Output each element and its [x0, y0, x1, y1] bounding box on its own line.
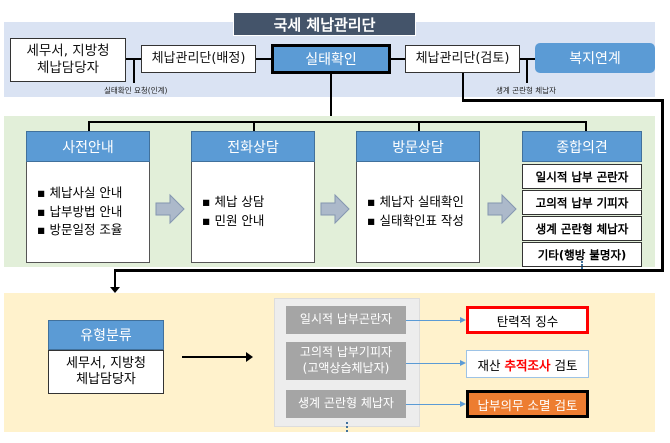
step-title: 방문상담 [356, 131, 480, 162]
type-line: (고액상습체납자) [302, 361, 390, 375]
classify-title: 유형분류 [48, 320, 164, 350]
step-visit: 방문상담 ▪ 체납자 실태확인 ▪ 실태확인표 작성 [356, 131, 480, 263]
step-item: ▪ 체납자 실태확인 [367, 194, 464, 210]
type-hardship: 생계 곤란형 체납자 [286, 390, 406, 418]
step-title: 전화상담 [191, 131, 315, 162]
arrow-head-icon [460, 317, 466, 323]
type-temporary: 일시적 납부곤란자 [286, 306, 406, 334]
step-prenotice: 사전안내 ▪ 체납사실 안내 ▪ 납부방법 안내 ▪ 방문일정 조율 [26, 131, 150, 263]
step-item: ▪ 납부방법 안내 [37, 203, 123, 219]
welfare-box: 복지연계 [535, 43, 655, 73]
outcome-text: 검토 [550, 357, 578, 373]
outcome-text: 재산 [477, 357, 505, 373]
classify-line: 세무서, 지방청 [65, 355, 147, 371]
arrow-head-icon [246, 352, 253, 362]
step-item: ▪ 방문일정 조율 [37, 222, 123, 238]
office-line1: 세무서, 지방청 [26, 43, 110, 60]
step-title: 사전안내 [26, 131, 150, 162]
outcome-asset: 재산 추적조사 검토 [466, 350, 589, 378]
type-line: 고의적 납부기피자 [299, 345, 393, 360]
classify-line: 체납담당자 [76, 372, 136, 387]
outcome-flexible: 탄력적 징수 [466, 306, 589, 334]
more-dots-icon [346, 422, 348, 432]
field-check-box: 실태확인 [271, 44, 391, 74]
step-item: ▪ 체납 상담 [202, 194, 265, 210]
hardship-label: 생계 곤란형 체납자 [496, 86, 556, 95]
outcome-highlight: 추적조사 [504, 357, 551, 373]
more-dots-icon [581, 261, 583, 269]
request-label: 실태확인 요청(인계) [104, 86, 168, 95]
step-item: ▪ 체납사실 안내 [37, 184, 123, 200]
arrow-right-icon [155, 193, 185, 225]
review-box: 체납관리단(검토) [405, 45, 520, 73]
opinion-title: 종합의견 [522, 131, 642, 162]
title-box: 국세 체납관리단 [233, 12, 416, 36]
arrow-head-icon [460, 401, 466, 407]
outcome-extinction: 납부의무 소멸 검토 [466, 390, 589, 418]
assign-box: 체납관리단(배정) [141, 45, 256, 73]
arrow-right-icon [487, 193, 517, 225]
office-line2: 체납담당자 [36, 60, 100, 76]
opinion-item: 생계 곤란형 체납자 [522, 216, 642, 241]
step-item: ▪ 실태확인표 작성 [367, 213, 464, 228]
arrow-head-icon [460, 360, 466, 366]
step-opinion: 종합의견 일시적 납부 곤란자 고의적 납부 기피자 생계 곤란형 체납자 기타… [522, 131, 642, 267]
step-item: ▪ 민원 안내 [202, 213, 265, 228]
opinion-item: 일시적 납부 곤란자 [522, 164, 642, 189]
step-phone: 전화상담 ▪ 체납 상담 ▪ 민원 안내 [191, 131, 315, 263]
opinion-item: 고의적 납부 기피자 [522, 190, 642, 215]
type-intentional: 고의적 납부기피자(고액상습체납자) [286, 342, 406, 380]
arrow-right-icon [320, 193, 350, 225]
